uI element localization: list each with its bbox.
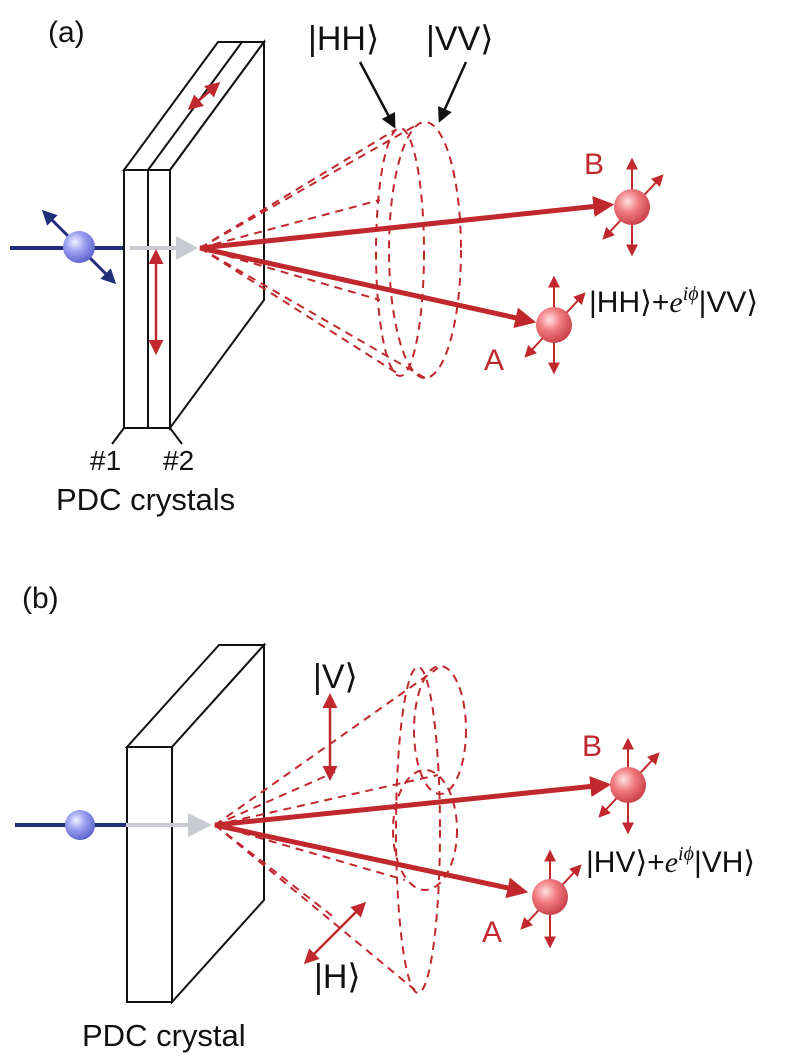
crystal2-polarization-arrow (187, 82, 221, 110)
crystal-label-2: #2 (163, 445, 194, 476)
beam-a-a (199, 245, 537, 329)
arrow-vv (438, 61, 468, 123)
beam-b-a (199, 196, 615, 251)
label-b-b: B (582, 730, 602, 763)
crystal-label-1: #1 (90, 445, 121, 476)
arrow-hh (358, 61, 396, 129)
grey-arrowhead-b (188, 813, 212, 837)
caption-b: PDC crystal (82, 1018, 246, 1053)
label-a-a: A (484, 344, 504, 377)
panel-b: (b) |V⟩ |H⟩ (15, 582, 755, 1053)
photon-a-b (520, 849, 582, 949)
panel-a: (a) (10, 16, 758, 517)
pump-photon-a (63, 231, 95, 263)
photon-a-a (524, 275, 586, 375)
photon-b-a (602, 157, 664, 257)
cone-label-hh: |HH⟩ (308, 20, 379, 58)
state-a: |HH⟩+eiϕ|VV⟩ (589, 283, 758, 319)
caption-a: PDC crystals (56, 482, 235, 517)
label-a-b: A (482, 916, 502, 949)
panel-b-tag: (b) (22, 582, 59, 615)
state-b: |HV⟩+eiϕ|VH⟩ (586, 843, 755, 879)
label-b-a: B (584, 148, 604, 181)
photon-b-b (598, 737, 660, 835)
pump-photon-b (65, 810, 95, 840)
panel-a-tag: (a) (48, 16, 85, 49)
beam-b-b (214, 776, 612, 828)
cone-label-vv: |VV⟩ (426, 20, 493, 58)
pol-label-v: |V⟩ (313, 658, 358, 696)
pol-label-h: |H⟩ (314, 958, 361, 996)
pol-arrow-h (303, 901, 367, 965)
grey-arrowhead-a (176, 236, 198, 260)
beam-a-b (214, 822, 529, 899)
